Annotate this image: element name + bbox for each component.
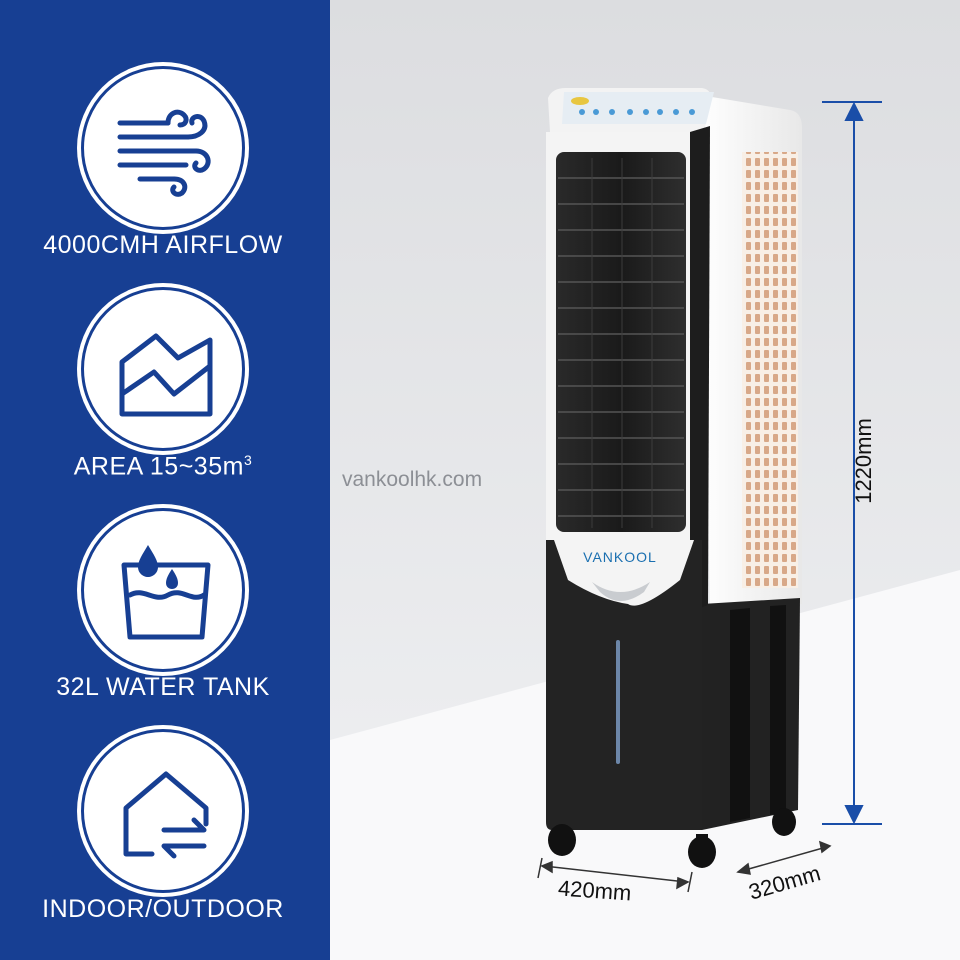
louver-grille xyxy=(556,152,686,532)
house-arrows-icon xyxy=(123,771,209,859)
feature-sidebar: 4000CMH AIRFLOW AREA 15~35m3 xyxy=(0,0,330,960)
honeycomb-filter xyxy=(742,152,798,588)
louver-slats xyxy=(558,177,684,517)
control-panel xyxy=(562,92,714,124)
product-illustration: VANKOOL xyxy=(330,0,960,960)
feature-airflow-label: 4000CMH AIRFLOW xyxy=(43,231,283,259)
area-icon xyxy=(119,333,213,417)
width-dimension-label: 420mm xyxy=(557,875,633,906)
height-dimension-line xyxy=(822,101,882,825)
width-dimension-line xyxy=(537,857,693,893)
power-led xyxy=(571,97,589,105)
control-buttons xyxy=(579,109,695,115)
cooler-lower-body xyxy=(546,540,702,830)
caster-wheels xyxy=(548,808,796,868)
feature-tank-label: 32L WATER TANK xyxy=(56,673,270,701)
feature-indoor-outdoor-label: INDOOR/OUTDOOR xyxy=(42,895,284,923)
feature-area-badge xyxy=(81,287,245,451)
water-level-window xyxy=(616,640,620,764)
brand-plate xyxy=(554,540,694,606)
height-dimension-label: 1220mm xyxy=(851,418,876,504)
feature-indoor-outdoor-badge xyxy=(81,729,245,893)
feature-area-text: AREA 15~35m xyxy=(73,452,244,481)
watermark: vankoolhk.com xyxy=(342,468,483,491)
feature-area-superscript: 3 xyxy=(243,452,253,468)
product-scene: VANKOOL vankoolhk.com 1220mm 420mm 320mm xyxy=(330,0,960,960)
brand-logo: VANKOOL xyxy=(583,549,657,565)
feature-airflow-badge xyxy=(81,66,245,230)
feature-tank-badge xyxy=(81,508,245,672)
cooler-front-edge xyxy=(690,126,710,612)
feature-area-label: AREA 15~35m3 xyxy=(0,452,326,481)
wind-icon xyxy=(117,109,211,197)
water-tank-icon xyxy=(121,545,211,640)
depth-dimension-line xyxy=(736,840,832,875)
